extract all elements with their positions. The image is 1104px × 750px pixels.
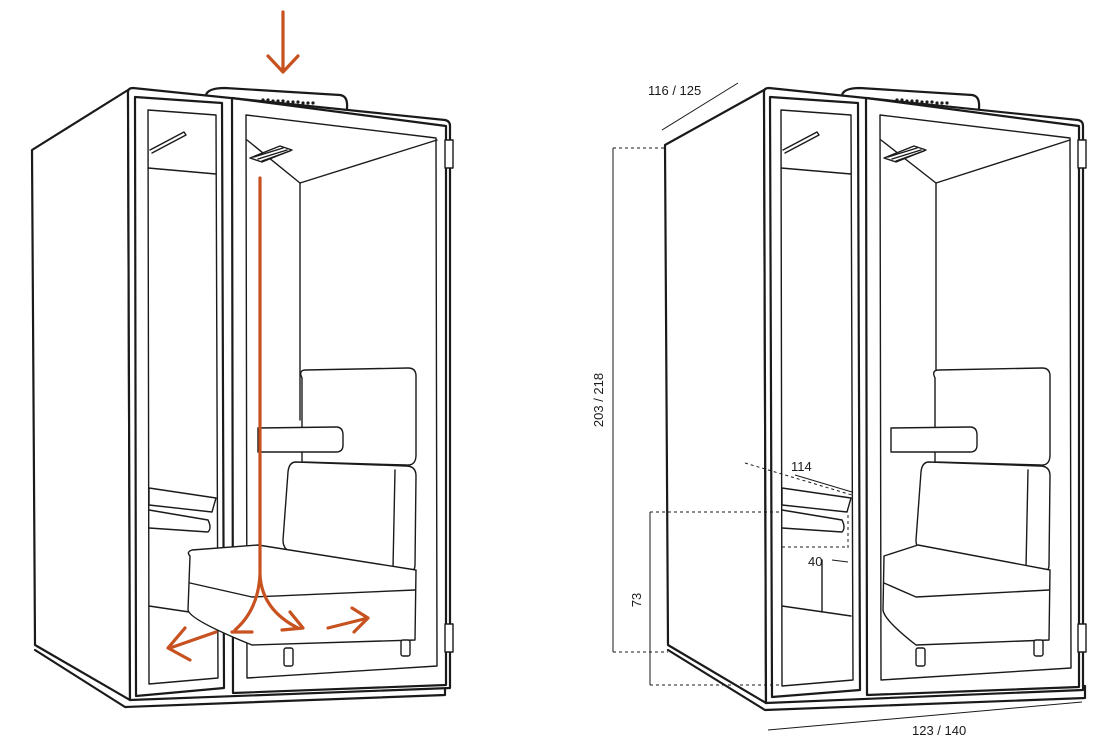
width-label: 123 / 140 [912,723,966,738]
door-frame [230,96,448,695]
dimension-lines [612,82,1083,731]
width-dim-line [767,701,1083,731]
depth-label: 116 / 125 [648,83,701,98]
seat-leg [400,639,411,657]
desk-depth-label: 40 [808,554,822,569]
roof-vent-dots [261,98,315,105]
booth-airflow-view [30,10,454,709]
ceiling-light [149,131,187,154]
seat-leg [283,647,294,667]
door-glass [245,114,438,679]
booth-dimension-view: 116 / 125 203 / 218 123 / 140 114 40 73 [591,82,1087,738]
side-panel-right [663,88,768,705]
shelf-desk [257,426,344,453]
depth-dim-line [661,82,739,131]
desk-height-label: 73 [629,593,644,607]
desk-width-label: 114 [791,459,812,474]
left-glass-frame [133,95,226,698]
desk-width-dim-line [744,462,853,496]
roof-vent-dots-right [895,98,949,105]
airflow-in-arrow [266,10,300,74]
bottom-hinge [444,623,454,653]
side-panel [30,88,132,702]
airflow-right-arrow [258,573,305,632]
height-label: 203 / 218 [591,373,606,427]
airflow-forward-arrow [326,606,370,634]
airflow-arrows [166,10,370,662]
desk-through-glass [148,487,217,513]
desk-through-glass-right [781,487,852,513]
top-hinge [444,139,454,169]
